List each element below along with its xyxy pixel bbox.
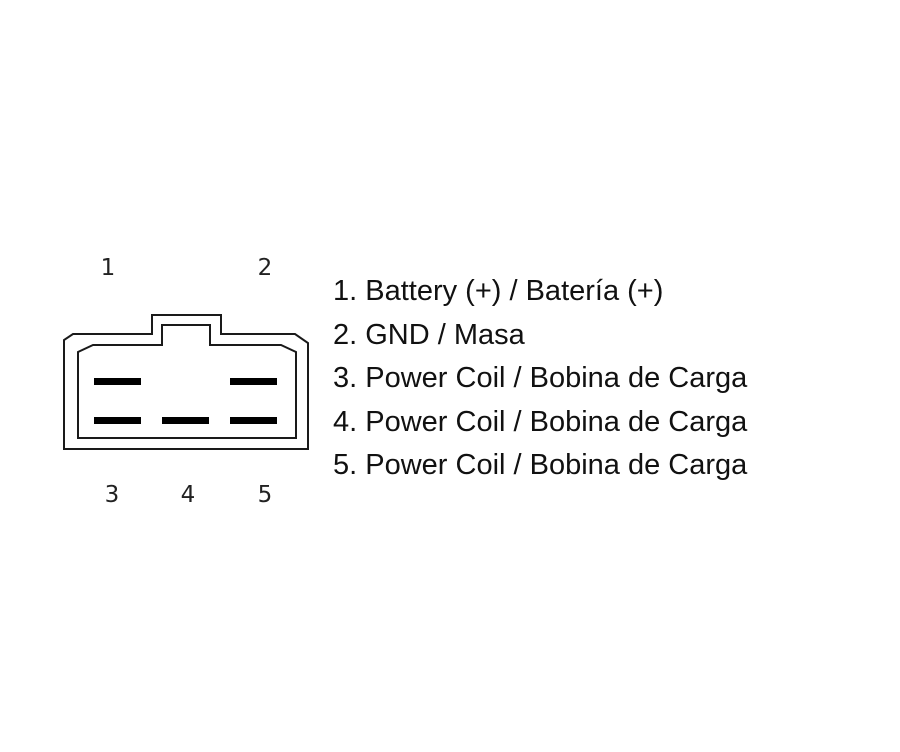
terminal-1 — [94, 378, 141, 385]
terminal-5 — [230, 417, 277, 424]
pin-label-4: 4 — [181, 482, 196, 508]
terminal-2 — [230, 378, 277, 385]
terminal-3 — [94, 417, 141, 424]
pin-label-3: 3 — [105, 482, 120, 508]
legend-item-3: 3. Power Coil / Bobina de Carga — [333, 362, 748, 394]
connector-housing-inner — [77, 324, 297, 439]
terminal-4 — [162, 417, 209, 424]
legend-item-5: 5. Power Coil / Bobina de Carga — [333, 449, 748, 481]
pin-label-2: 2 — [258, 255, 273, 281]
connector-housing-outer — [63, 314, 309, 450]
legend-item-4: 4. Power Coil / Bobina de Carga — [333, 405, 748, 438]
legend-item-2: 2. GND / Masa — [333, 318, 525, 351]
pin-label-1: 1 — [101, 255, 116, 281]
legend-item-1: 1. Battery (+) / Batería (+) — [333, 275, 664, 307]
pin-legend: 1. Battery (+) / Batería (+) 2. GND / Ma… — [333, 270, 747, 488]
pin-label-5: 5 — [258, 482, 273, 508]
